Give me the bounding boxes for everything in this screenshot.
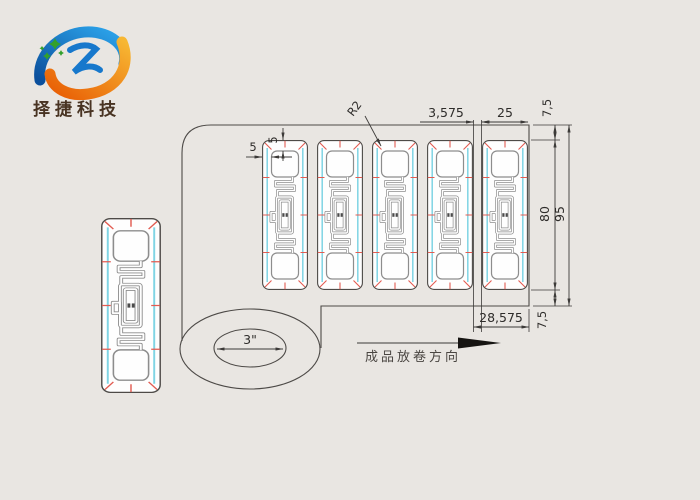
unwind-direction-arrow-icon bbox=[458, 337, 501, 349]
dim-bottom-margin: 7,5 bbox=[535, 289, 557, 329]
rfid-label-3 bbox=[373, 141, 418, 290]
web-outline bbox=[181, 124, 530, 348]
label-gap-value: 3,575 bbox=[428, 105, 464, 120]
dim-antenna-inset-left: 5 bbox=[246, 140, 292, 159]
corner-radius-label: R2 bbox=[344, 98, 364, 119]
dim-top-margin: 7,5 bbox=[540, 99, 557, 141]
top-margin-value: 7,5 bbox=[540, 99, 554, 117]
web-height-value: 95 bbox=[552, 206, 567, 222]
company-name: 择捷科技 bbox=[33, 99, 121, 120]
unwind-direction: 成品放卷方向 bbox=[357, 337, 501, 365]
unwind-direction-label: 成品放卷方向 bbox=[365, 349, 461, 365]
rfid-label-1 bbox=[263, 141, 308, 290]
dim-label-pitch: 28,575 bbox=[473, 310, 530, 329]
sparkle-stars-icon bbox=[39, 38, 64, 60]
rfid-label-2 bbox=[318, 141, 363, 290]
rfid-label-4 bbox=[428, 141, 473, 290]
dim-corner-radius: R2 bbox=[344, 98, 382, 147]
roll-core bbox=[213, 328, 287, 368]
bottom-margin-value: 7,5 bbox=[535, 311, 549, 329]
rfid-label-5 bbox=[483, 141, 528, 290]
core-diameter-dim: 3" bbox=[216, 332, 284, 351]
label-width-value: 25 bbox=[497, 105, 513, 120]
label-roll: 3" bbox=[179, 308, 321, 390]
company-logo: 择捷科技 bbox=[33, 26, 131, 120]
label-pitch-value: 28,575 bbox=[479, 310, 523, 325]
roll-outer bbox=[179, 308, 321, 390]
label-strip bbox=[263, 141, 528, 290]
dim-label-height: 80 bbox=[537, 139, 557, 291]
dim-antenna-inset-top: 5 bbox=[266, 128, 285, 161]
single-label bbox=[102, 219, 160, 393]
antenna-inset-top-value: 5 bbox=[266, 136, 280, 143]
dim-web-height: 95 bbox=[552, 124, 571, 307]
extension-lines bbox=[473, 120, 572, 332]
dim-label-gap: 3,575 bbox=[420, 105, 492, 124]
logo-z-mark bbox=[67, 42, 103, 75]
core-diameter-label: 3" bbox=[243, 332, 257, 347]
dim-label-width: 25 bbox=[481, 105, 529, 124]
antenna-inset-left-value: 5 bbox=[249, 140, 256, 154]
label-height-value: 80 bbox=[537, 206, 552, 222]
logo-swoosh-orange bbox=[44, 36, 131, 101]
